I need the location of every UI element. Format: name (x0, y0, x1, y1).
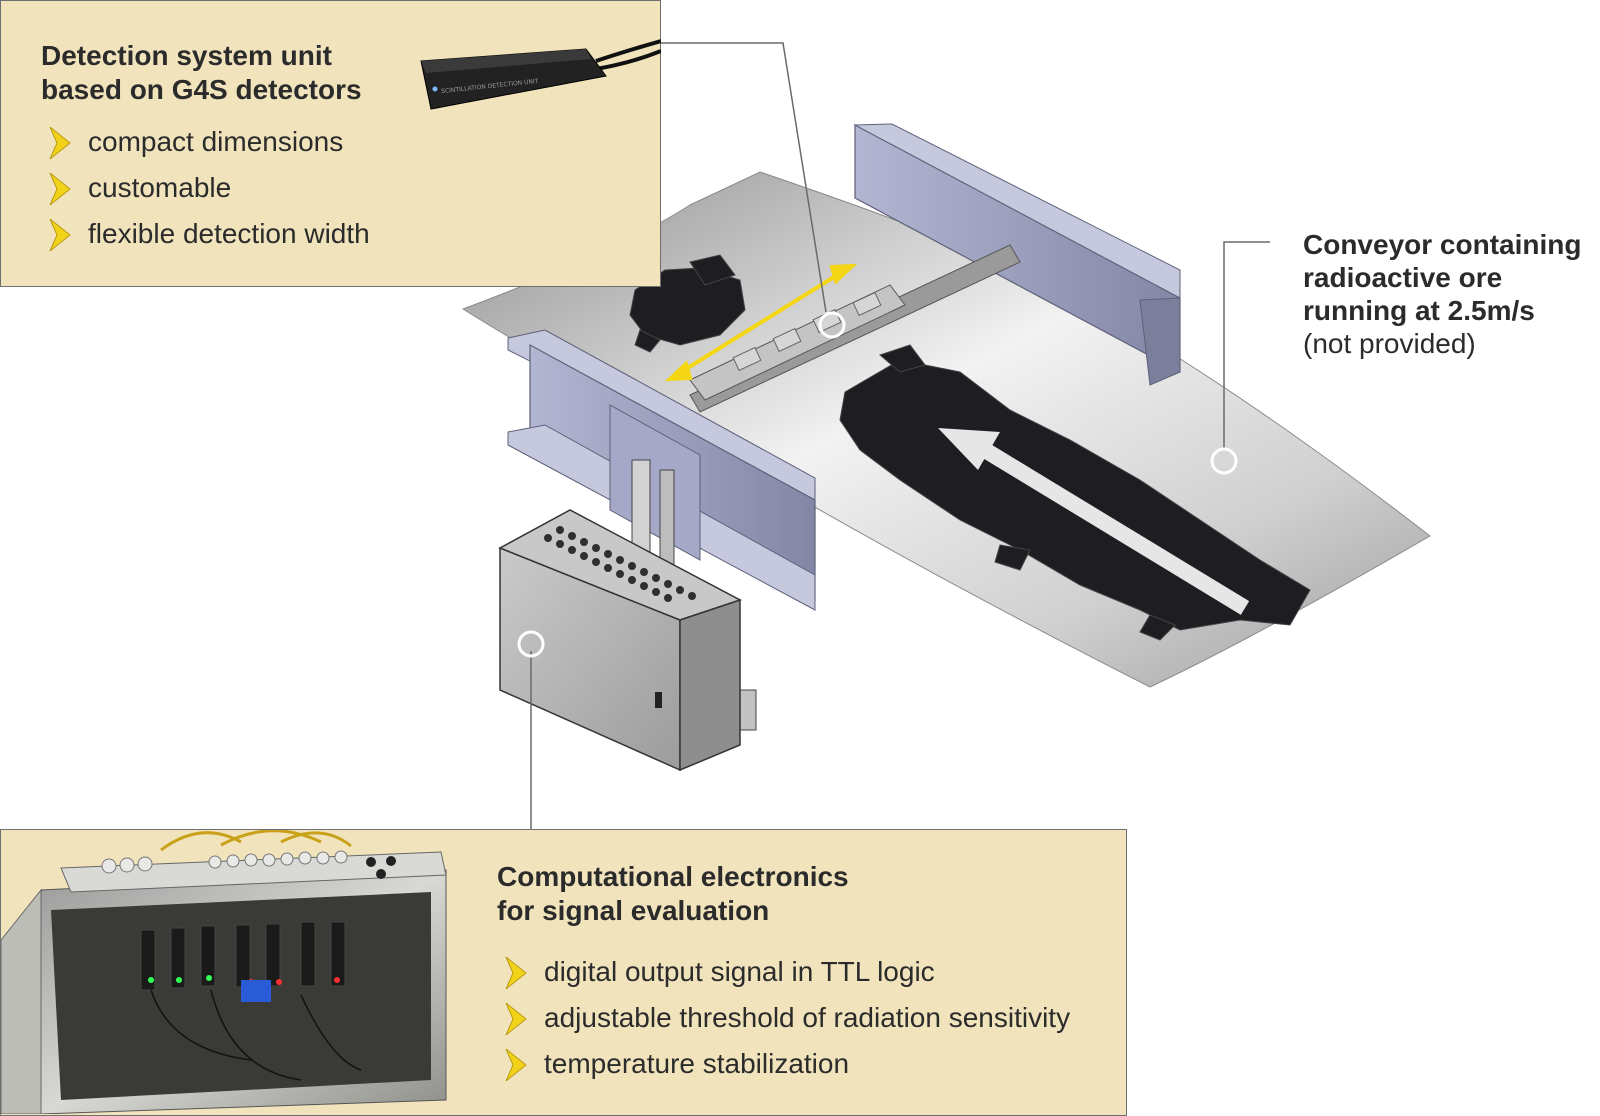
electronics-cabinet-photo (1, 830, 471, 1114)
feature-label: compact dimensions (88, 126, 344, 157)
chevron-right-icon (505, 956, 527, 990)
chevron-right-icon (49, 126, 71, 160)
double-arrow-icon (664, 263, 858, 382)
electronics-panel-title: Computational electronics for signal eva… (497, 860, 849, 928)
feature-label: flexible detection width (88, 218, 370, 249)
conveyor-line-2: radioactive ore (1303, 262, 1503, 293)
chevron-right-icon (505, 1048, 527, 1082)
conveyor-callout: Conveyor containing radioactive ore runn… (1303, 228, 1581, 360)
electronics-panel: Computational electronics for signal eva… (0, 829, 1127, 1116)
feature-item: flexible detection width (48, 219, 370, 265)
detection-system-panel: SCINTILLATION DETECTION UNIT Detection s… (0, 0, 661, 287)
ore-pile-small (629, 254, 746, 353)
electronics-title-line-2: for signal evaluation (497, 895, 770, 926)
feature-item: compact dimensions (48, 127, 370, 173)
feature-item: customable (48, 173, 370, 219)
callout-circle-icon (517, 311, 1238, 658)
feature-item: adjustable threshold of radiation sensit… (504, 1003, 1070, 1049)
feature-label: digital output signal in TTL logic (544, 956, 935, 987)
electronics-cabinet (498, 509, 742, 772)
feature-label: customable (88, 172, 232, 203)
conveyor-line-1: Conveyor containing (1303, 229, 1582, 260)
chevron-right-icon (505, 1002, 527, 1036)
feature-item: digital output signal in TTL logic (504, 957, 1070, 1003)
feature-label: temperature stabilization (544, 1048, 850, 1079)
callout-leaders (530, 42, 1270, 829)
feature-item: temperature stabilization (504, 1049, 1070, 1095)
detection-panel-title: Detection system unit based on G4S detec… (41, 39, 362, 107)
detection-unit-photo (420, 39, 661, 110)
conveyor-line-3: running at 2.5m/s (1303, 295, 1535, 326)
detection-title-line-1: Detection system unit (41, 40, 332, 71)
detection-feature-list: compact dimensions customable flexible d… (48, 127, 370, 265)
chevron-right-icon (49, 172, 71, 206)
feature-label: adjustable threshold of radiation sensit… (544, 1002, 1071, 1033)
conveyor-note: (not provided) (1303, 328, 1476, 359)
ore-pile-large (839, 344, 1311, 641)
flow-arrow-icon (938, 428, 1250, 615)
back-frame (853, 123, 1181, 386)
electronics-title-line-1: Computational electronics (497, 861, 849, 892)
electronics-feature-list: digital output signal in TTL logic adjus… (504, 957, 1070, 1095)
chevron-right-icon (49, 218, 71, 252)
detection-title-line-2: based on G4S detectors (41, 74, 362, 105)
